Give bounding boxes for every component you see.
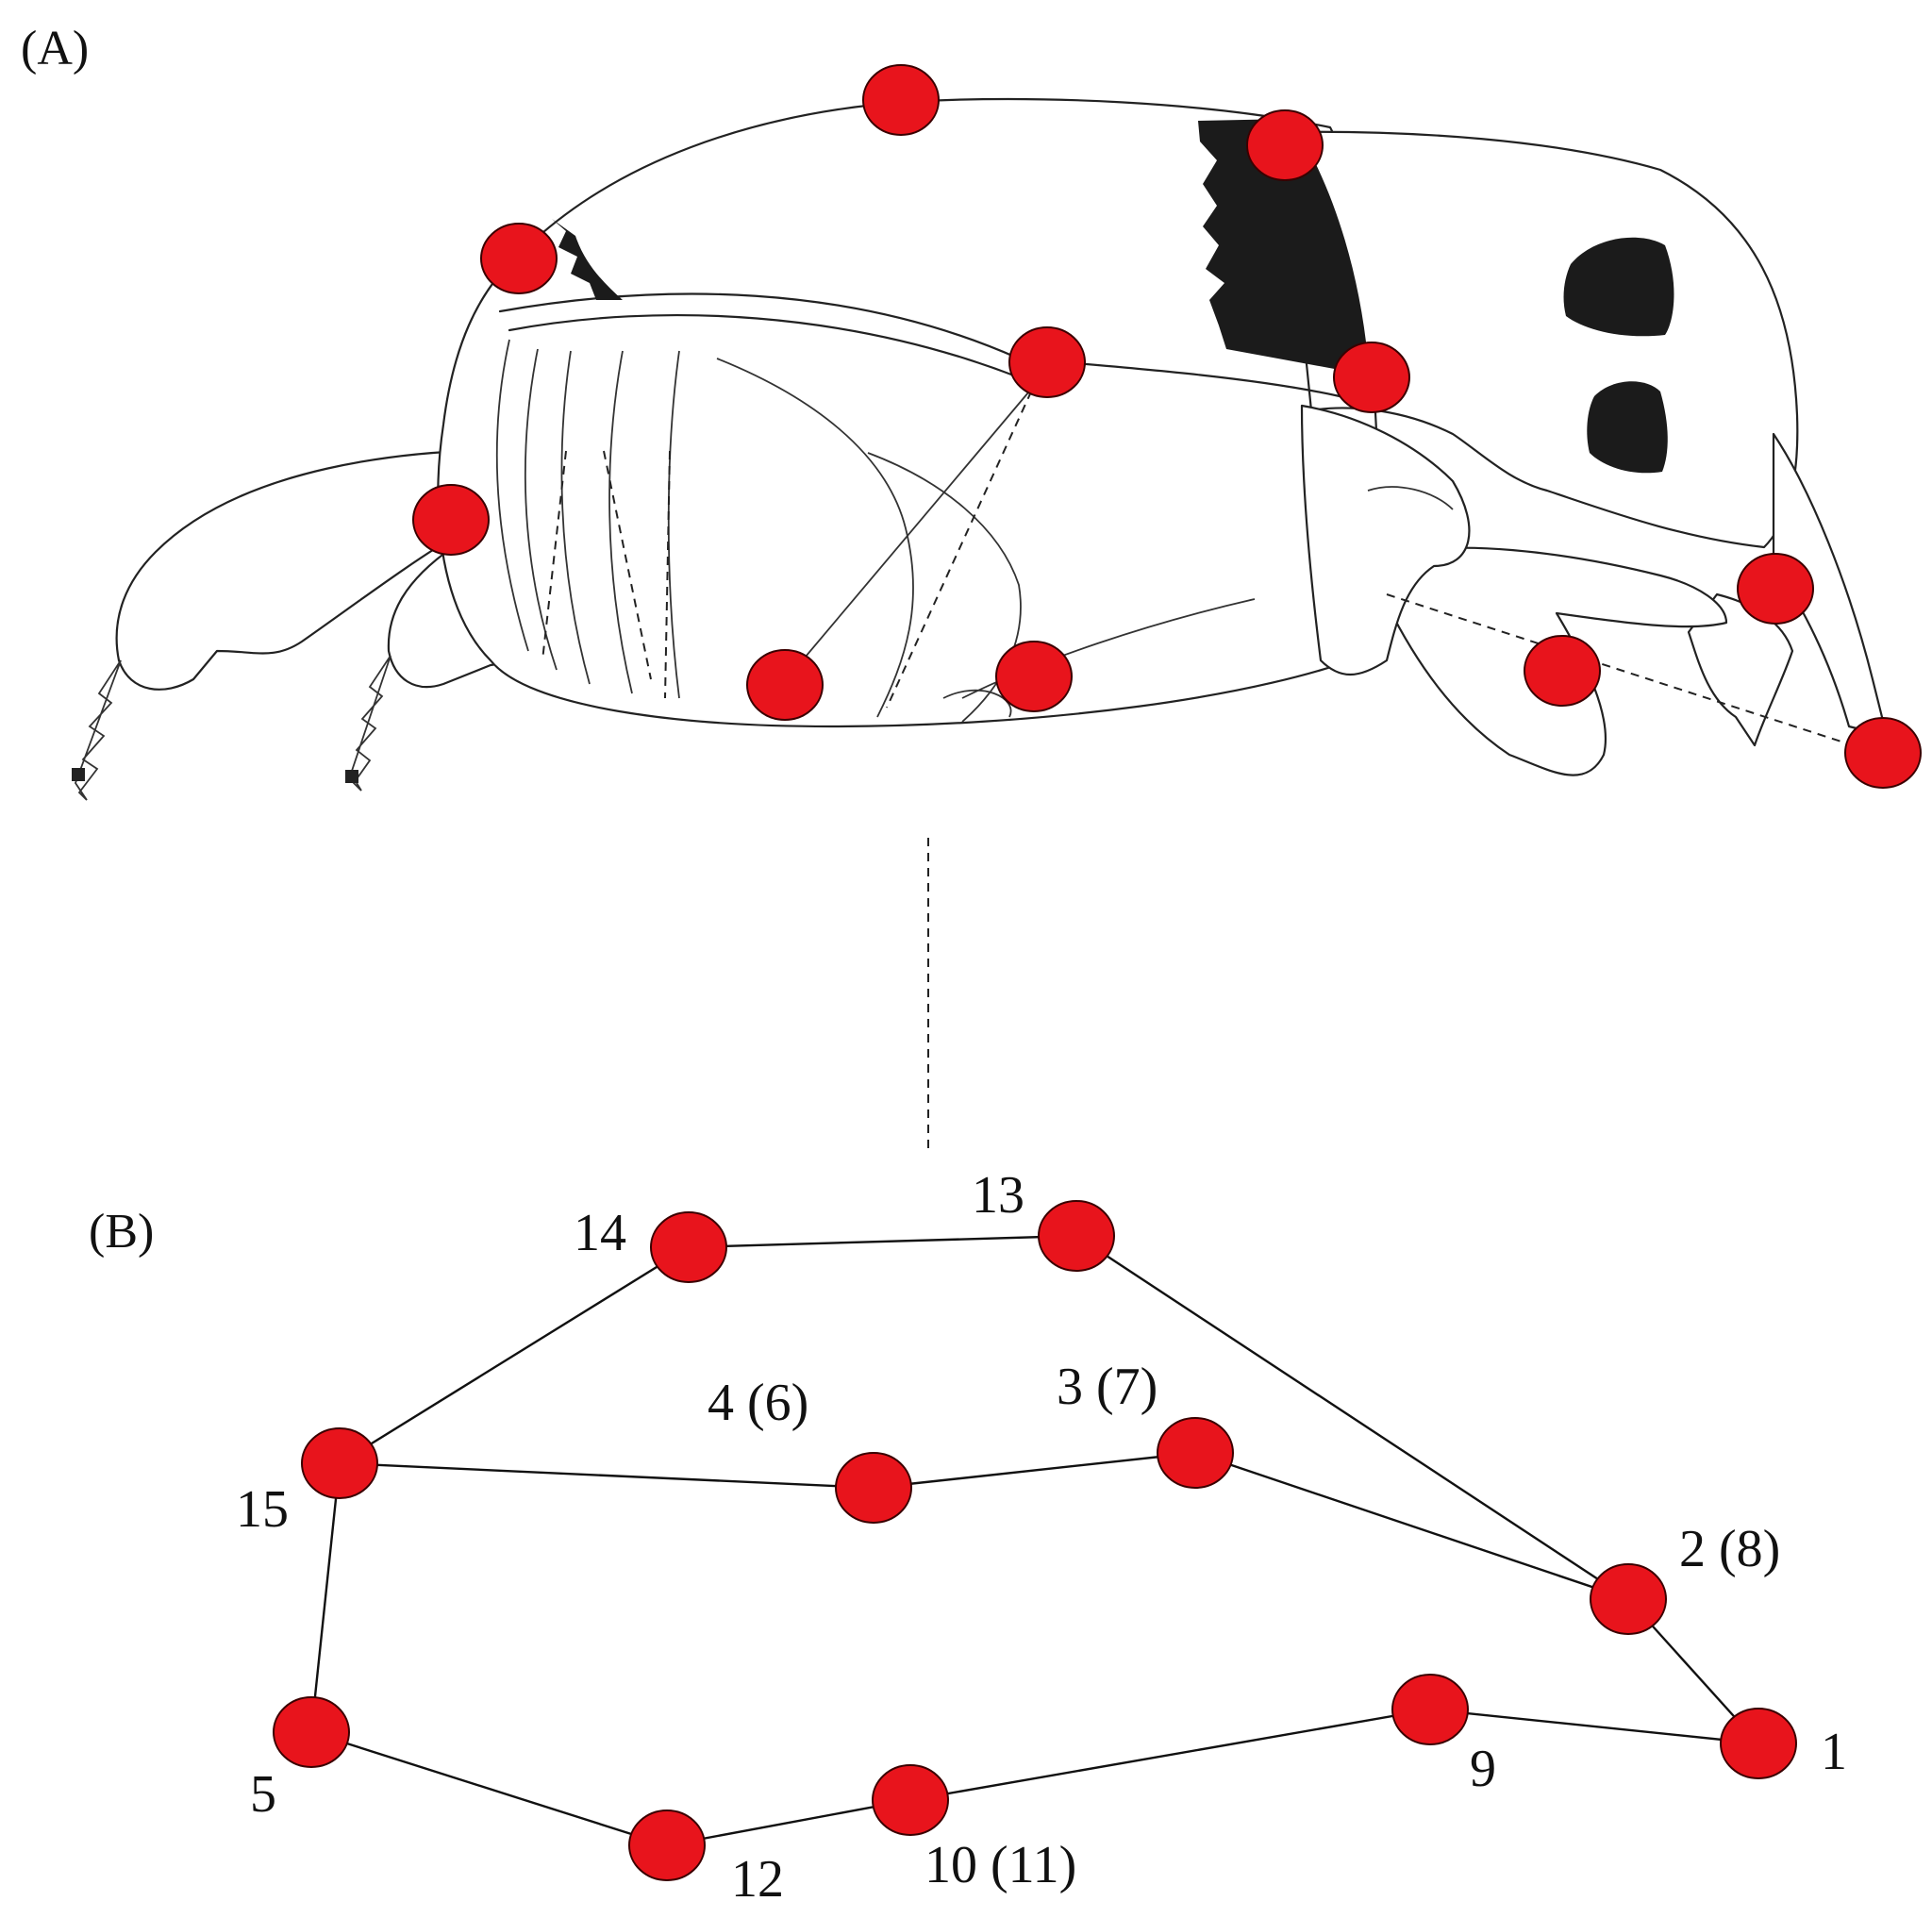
insect-landmark xyxy=(1008,326,1086,398)
insect-landmark xyxy=(1844,717,1922,789)
landmark-15-dot xyxy=(301,1427,378,1499)
insect-landmark xyxy=(1246,109,1324,181)
tarsus-tip-right xyxy=(345,770,358,783)
tibia-line xyxy=(961,598,1256,699)
landmark-12-label: 12 xyxy=(731,1850,784,1909)
elytra-inner-edge xyxy=(508,313,1021,379)
landmark-9-label: 9 xyxy=(1470,1740,1496,1798)
landmark-4-label: 4 (6) xyxy=(708,1374,808,1432)
landmark-12-dot xyxy=(628,1810,706,1881)
link-line xyxy=(784,367,1050,682)
shape-link xyxy=(688,1234,1077,1249)
insect-drawing xyxy=(72,97,1889,801)
landmark-9-dot xyxy=(1391,1674,1469,1745)
segment-line xyxy=(560,350,591,685)
elytra-suture xyxy=(498,292,1341,398)
insect-landmark xyxy=(1333,342,1410,413)
shape-link xyxy=(339,1245,690,1465)
landmark-13-dot xyxy=(1038,1200,1115,1272)
insect-landmark xyxy=(412,484,490,556)
landmark-10-dot xyxy=(872,1764,949,1836)
segment-line xyxy=(608,350,633,694)
shape-link xyxy=(873,1451,1196,1490)
landmark-4-dot xyxy=(835,1452,912,1524)
dashed-line xyxy=(1386,593,1883,756)
dark-spot-upper xyxy=(1563,237,1674,337)
dark-patch-anterior xyxy=(552,219,623,300)
tarsus-tip-left xyxy=(72,768,85,781)
landmark-14-label: 14 xyxy=(574,1204,626,1262)
panel-b-label: (B) xyxy=(89,1205,154,1259)
landmark-5-label: 5 xyxy=(250,1765,276,1824)
tarsus-right xyxy=(350,655,391,792)
landmark-2-dot xyxy=(1590,1563,1667,1635)
shape-landmarks xyxy=(273,1200,1797,1881)
insect-landmark xyxy=(480,223,558,294)
femur-outline xyxy=(716,358,914,718)
thorax-side xyxy=(1300,404,1471,676)
tibia-tip xyxy=(942,689,1012,718)
landmark-10-label: 10 (11) xyxy=(924,1836,1076,1894)
insect-landmarks xyxy=(412,64,1922,789)
shape-labels: 1 2 (8) 3 (7) 4 (6) 5 9 10 (11) 12 13 14 15 xyxy=(236,1166,1847,1909)
thorax-curve xyxy=(1367,486,1454,510)
segment-line xyxy=(495,339,529,652)
shape-link xyxy=(310,1730,668,1847)
dashed-line xyxy=(886,376,1039,709)
dark-patch-band xyxy=(1198,119,1368,370)
shape-link xyxy=(666,1798,911,1847)
dashed-line xyxy=(541,450,567,661)
landmark-1-label: 1 xyxy=(1821,1723,1847,1781)
segment-line xyxy=(524,348,558,671)
insect-landmark xyxy=(862,64,940,136)
landmark-3-label: 3 (7) xyxy=(1057,1358,1158,1416)
landmark-2-label: 2 (8) xyxy=(1679,1520,1780,1578)
landmark-3-dot xyxy=(1157,1417,1234,1489)
shape-link xyxy=(909,1708,1431,1802)
landmark-13-label: 13 xyxy=(972,1166,1024,1225)
insect-landmark xyxy=(1737,553,1814,625)
landmark-15-label: 15 xyxy=(236,1480,289,1539)
shape-outline xyxy=(309,1234,1759,1847)
landmark-14-dot xyxy=(650,1211,727,1283)
shape-link xyxy=(1075,1234,1629,1601)
tarsus-left xyxy=(74,659,122,801)
shape-link xyxy=(1194,1451,1629,1601)
insect-landmark xyxy=(746,649,824,721)
panel-a-label: (A) xyxy=(21,22,89,75)
insect-landmark xyxy=(1524,635,1601,707)
dark-spot-lower xyxy=(1587,381,1668,474)
landmark-5-dot xyxy=(273,1696,350,1768)
shape-link xyxy=(309,1462,341,1733)
landmark-1-dot xyxy=(1720,1708,1797,1779)
shape-link xyxy=(339,1461,874,1490)
segment-line xyxy=(667,350,680,699)
dashed-line xyxy=(664,450,671,699)
insect-landmark xyxy=(995,641,1073,712)
shape-link xyxy=(1429,1708,1759,1745)
femur-outline xyxy=(867,452,1022,723)
